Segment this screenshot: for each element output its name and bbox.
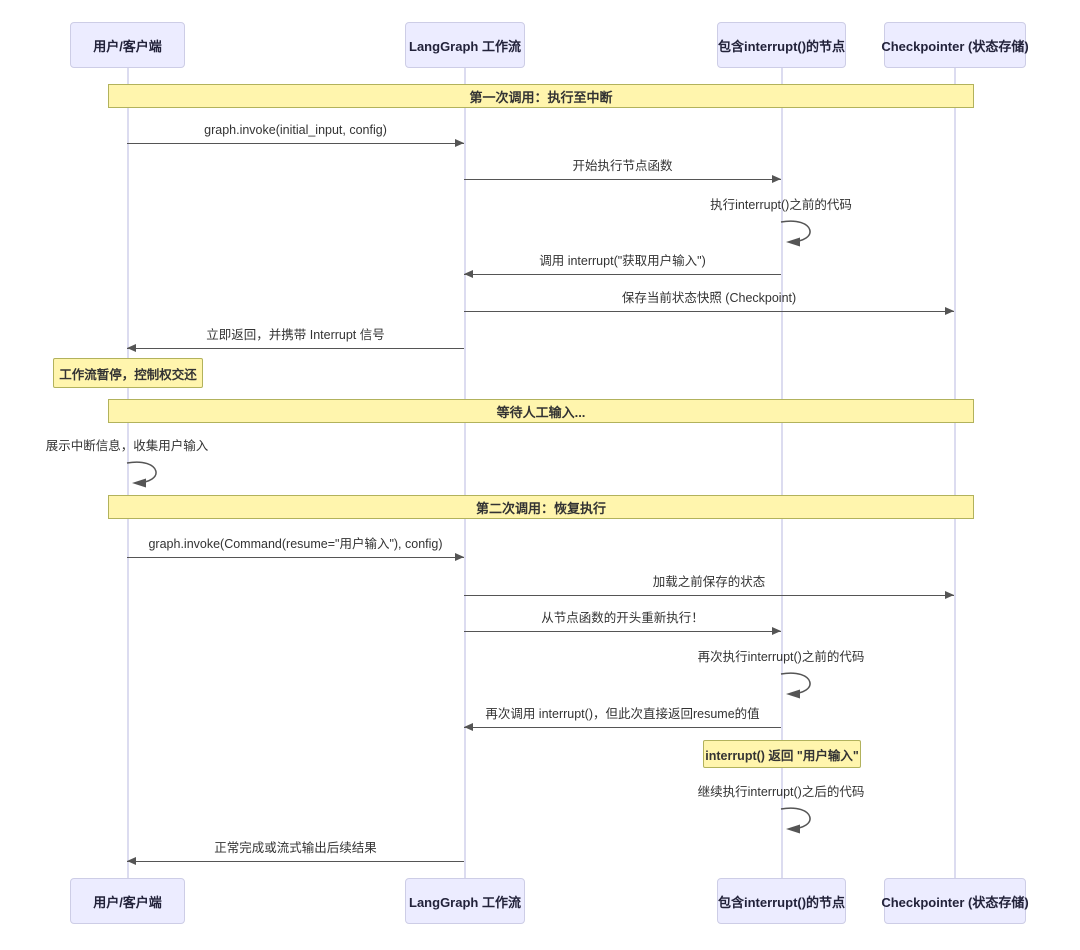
actor-label: 包含interrupt()的节点: [717, 38, 846, 54]
arrowhead-right-icon: [772, 174, 781, 183]
arrow-line: [127, 343, 464, 352]
arrow-line: [464, 722, 781, 731]
arrow-line: [464, 626, 781, 635]
note-label: 工作流暂停，控制权交还: [59, 367, 197, 382]
lifeline-user: [127, 68, 129, 878]
lifeline-interrupt-node: [781, 68, 783, 878]
message-label: 从节点函数的开头重新执行！: [541, 611, 704, 625]
arrowhead-left-icon: [127, 343, 136, 352]
message-label: 再次调用 interrupt()，但此次直接返回resume的值: [485, 707, 760, 721]
actor-langgraph-bottom: LangGraph 工作流: [405, 878, 525, 924]
message-final-result: 正常完成或流式输出后续结果: [127, 840, 464, 865]
arrow-line: [464, 590, 954, 599]
arrow-line: [464, 174, 781, 183]
arrowhead-left-icon: [464, 269, 473, 278]
arrow-line: [127, 138, 464, 147]
actor-user-bottom: 用户/客户端: [70, 878, 185, 924]
arrowhead-right-icon: [945, 590, 954, 599]
actor-label: Checkpointer (状态存储): [881, 894, 1029, 910]
message-label: 保存当前状态快照 (Checkpoint): [621, 291, 797, 305]
message-label: 开始执行节点函数: [572, 159, 673, 173]
actor-label: LangGraph 工作流: [409, 38, 521, 54]
actor-user-top: 用户/客户端: [70, 22, 185, 68]
message-reexecute-node-fn: 从节点函数的开头重新执行！: [464, 610, 781, 635]
actor-interrupt-node-top: 包含interrupt()的节点: [717, 22, 846, 68]
actor-label: 用户/客户端: [93, 894, 162, 910]
arrowhead-left-icon: [127, 856, 136, 865]
message-label: graph.invoke(Command(resume="用户输入"), con…: [148, 537, 443, 551]
actor-langgraph-top: LangGraph 工作流: [405, 22, 525, 68]
message-graph-invoke-resume: graph.invoke(Command(resume="用户输入"), con…: [127, 536, 464, 561]
actor-checkpointer-bottom: Checkpointer (状态存储): [881, 878, 1029, 924]
arrowhead-right-icon: [772, 626, 781, 635]
note-label: interrupt() 返回 "用户输入": [705, 748, 859, 763]
actor-checkpointer-top: Checkpointer (状态存储): [881, 22, 1029, 68]
section-label: 等待人工输入...: [496, 404, 586, 420]
actor-label: 用户/客户端: [93, 38, 162, 54]
section-label: 第二次调用：恢复执行: [475, 500, 606, 516]
message-graph-invoke-initial: graph.invoke(initial_input, config): [127, 122, 464, 147]
message-label: 正常完成或流式输出后续结果: [214, 841, 377, 855]
self-loop-arrow-icon: [780, 807, 811, 834]
arrowhead-left-icon: [464, 722, 473, 731]
message-save-checkpoint: 保存当前状态快照 (Checkpoint): [464, 290, 954, 315]
message-label: 立即返回，并携带 Interrupt 信号: [206, 328, 385, 342]
section-band-first-call: 第一次调用：执行至中断: [108, 84, 974, 108]
note-interrupt-returns-user-input: interrupt() 返回 "用户输入": [703, 740, 861, 768]
section-band-waiting-input: 等待人工输入...: [108, 399, 974, 423]
arrow-line: [127, 552, 464, 561]
self-loop-arrow-icon: [126, 461, 157, 488]
arrowhead-right-icon: [455, 138, 464, 147]
arrow-line: [464, 306, 954, 315]
message-label: 展示中断信息，收集用户输入: [45, 439, 209, 453]
message-label: graph.invoke(initial_input, config): [204, 123, 387, 137]
self-message-code-after-interrupt: 继续执行interrupt()之后的代码: [698, 783, 948, 834]
message-label: 再次执行interrupt()之前的代码: [697, 650, 865, 664]
self-loop-arrow-icon: [780, 672, 811, 699]
actor-interrupt-node-bottom: 包含interrupt()的节点: [717, 878, 846, 924]
message-load-saved-state: 加载之前保存的状态: [464, 574, 954, 599]
actor-label: LangGraph 工作流: [409, 894, 521, 910]
lifeline-checkpointer: [954, 68, 956, 878]
message-label: 加载之前保存的状态: [652, 575, 766, 589]
arrow-line: [127, 856, 464, 865]
message-start-node-fn: 开始执行节点函数: [464, 158, 781, 183]
arrow-line: [464, 269, 781, 278]
message-label: 调用 interrupt("获取用户输入"): [539, 254, 706, 268]
section-label: 第一次调用：执行至中断: [469, 89, 613, 105]
message-return-interrupt-signal: 立即返回，并携带 Interrupt 信号: [127, 327, 464, 352]
actor-label: 包含interrupt()的节点: [717, 894, 846, 910]
actor-label: Checkpointer (状态存储): [881, 38, 1029, 54]
section-band-second-call: 第二次调用：恢复执行: [108, 495, 974, 519]
message-interrupt-returns-resume: 再次调用 interrupt()，但此次直接返回resume的值: [464, 706, 781, 731]
self-message-rerun-code-before-interrupt: 再次执行interrupt()之前的代码: [698, 648, 948, 699]
message-label: 执行interrupt()之前的代码: [710, 198, 852, 212]
message-label: 继续执行interrupt()之后的代码: [697, 785, 865, 799]
note-workflow-paused: 工作流暂停，控制权交还: [53, 358, 203, 388]
lifeline-langgraph: [464, 68, 466, 878]
self-message-code-before-interrupt: 执行interrupt()之前的代码: [710, 196, 923, 247]
arrowhead-right-icon: [945, 306, 954, 315]
self-loop-arrow-icon: [780, 220, 811, 247]
message-call-interrupt: 调用 interrupt("获取用户输入"): [464, 253, 781, 278]
arrowhead-right-icon: [455, 552, 464, 561]
self-message-collect-user-input: 展示中断信息，收集用户输入: [46, 437, 290, 488]
